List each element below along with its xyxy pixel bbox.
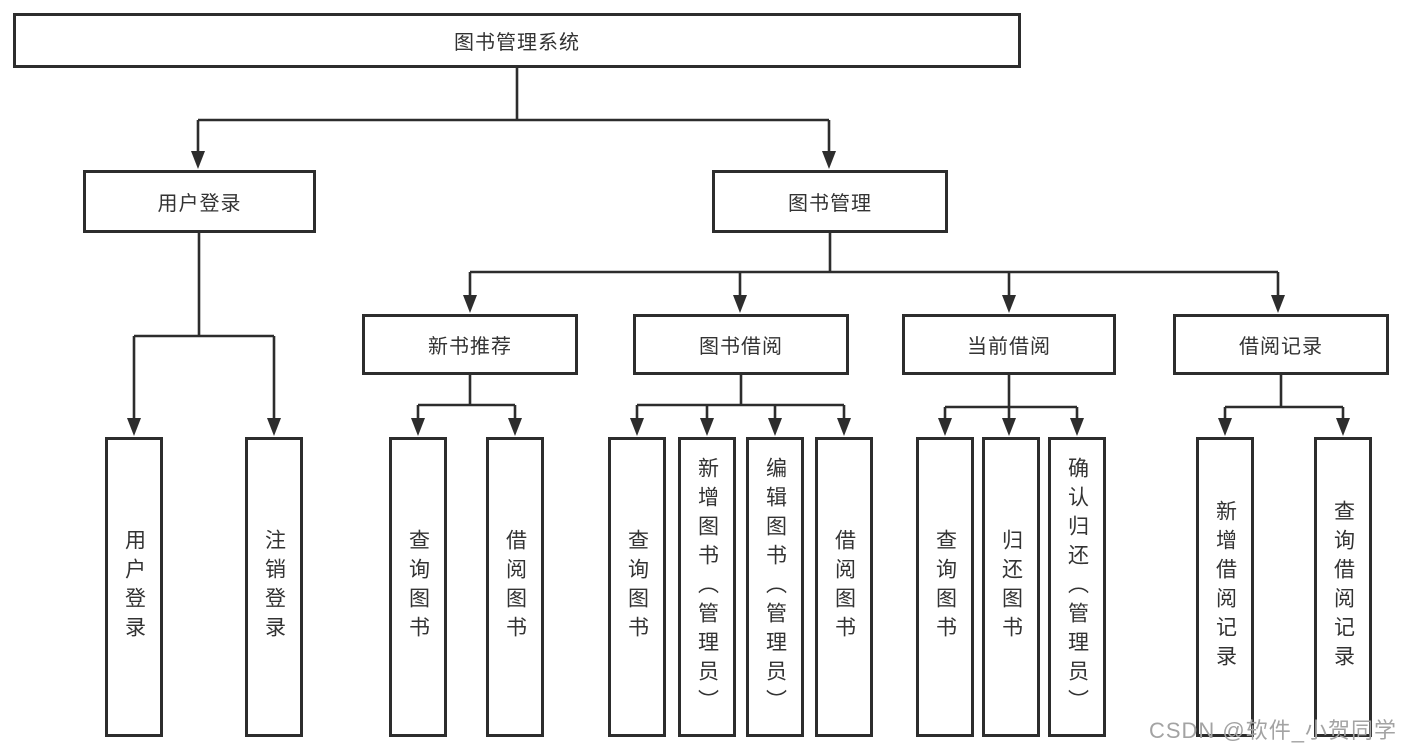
node-leaf-cb-query-books-label: 查询图书 bbox=[933, 529, 957, 645]
node-book-borrow-label: 图书借阅 bbox=[699, 336, 783, 358]
node-leaf-bb-query-books: 查询图书 bbox=[608, 437, 666, 737]
node-leaf-logout-label: 注销登录 bbox=[262, 529, 286, 645]
node-leaf-bb-borrow-books: 借阅图书 bbox=[815, 437, 873, 737]
node-current-borrow: 当前借阅 bbox=[902, 314, 1116, 375]
node-leaf-bb-add-books-admin-label: 新增图书（管理员） bbox=[695, 456, 719, 718]
node-book-borrow: 图书借阅 bbox=[633, 314, 849, 375]
node-user-login-group: 用户登录 bbox=[83, 170, 316, 233]
node-leaf-cb-return-books-label: 归还图书 bbox=[999, 529, 1023, 645]
node-leaf-logout: 注销登录 bbox=[245, 437, 303, 737]
node-leaf-bb-edit-books-admin-label: 编辑图书（管理员） bbox=[763, 456, 787, 718]
node-new-book-rec-label: 新书推荐 bbox=[428, 336, 512, 358]
node-leaf-bb-add-books-admin: 新增图书（管理员） bbox=[678, 437, 736, 737]
node-leaf-rec-borrow-books-label: 借阅图书 bbox=[503, 529, 527, 645]
node-new-book-rec: 新书推荐 bbox=[362, 314, 578, 375]
node-leaf-bb-edit-books-admin: 编辑图书（管理员） bbox=[746, 437, 804, 737]
node-root-system: 图书管理系统 bbox=[13, 13, 1021, 68]
node-leaf-bb-borrow-books-label: 借阅图书 bbox=[832, 529, 856, 645]
node-leaf-user-login: 用户登录 bbox=[105, 437, 163, 737]
node-borrow-records: 借阅记录 bbox=[1173, 314, 1389, 375]
node-root-label: 图书管理系统 bbox=[454, 32, 580, 54]
node-borrow-records-label: 借阅记录 bbox=[1239, 336, 1323, 358]
node-leaf-cb-query-books: 查询图书 bbox=[916, 437, 974, 737]
node-leaf-cb-confirm-return-admin-label: 确认归还（管理员） bbox=[1065, 456, 1089, 718]
node-leaf-br-add-record: 新增借阅记录 bbox=[1196, 437, 1254, 737]
node-leaf-user-login-label: 用户登录 bbox=[122, 529, 146, 645]
node-leaf-br-query-record: 查询借阅记录 bbox=[1314, 437, 1372, 737]
node-user-login-group-label: 用户登录 bbox=[157, 193, 242, 215]
node-leaf-rec-borrow-books: 借阅图书 bbox=[486, 437, 544, 737]
node-book-mgmt-group: 图书管理 bbox=[712, 170, 948, 233]
node-leaf-cb-return-books: 归还图书 bbox=[982, 437, 1040, 737]
node-current-borrow-label: 当前借阅 bbox=[967, 336, 1051, 358]
node-book-mgmt-group-label: 图书管理 bbox=[788, 193, 872, 215]
node-leaf-bb-query-books-label: 查询图书 bbox=[625, 529, 649, 645]
node-leaf-br-add-record-label: 新增借阅记录 bbox=[1213, 500, 1237, 674]
node-leaf-rec-query-books: 查询图书 bbox=[389, 437, 447, 737]
node-leaf-rec-query-books-label: 查询图书 bbox=[406, 529, 430, 645]
node-leaf-br-query-record-label: 查询借阅记录 bbox=[1331, 500, 1355, 674]
node-leaf-cb-confirm-return-admin: 确认归还（管理员） bbox=[1048, 437, 1106, 737]
csdn-watermark: CSDN @软件_小贺同学 bbox=[1148, 718, 1397, 743]
